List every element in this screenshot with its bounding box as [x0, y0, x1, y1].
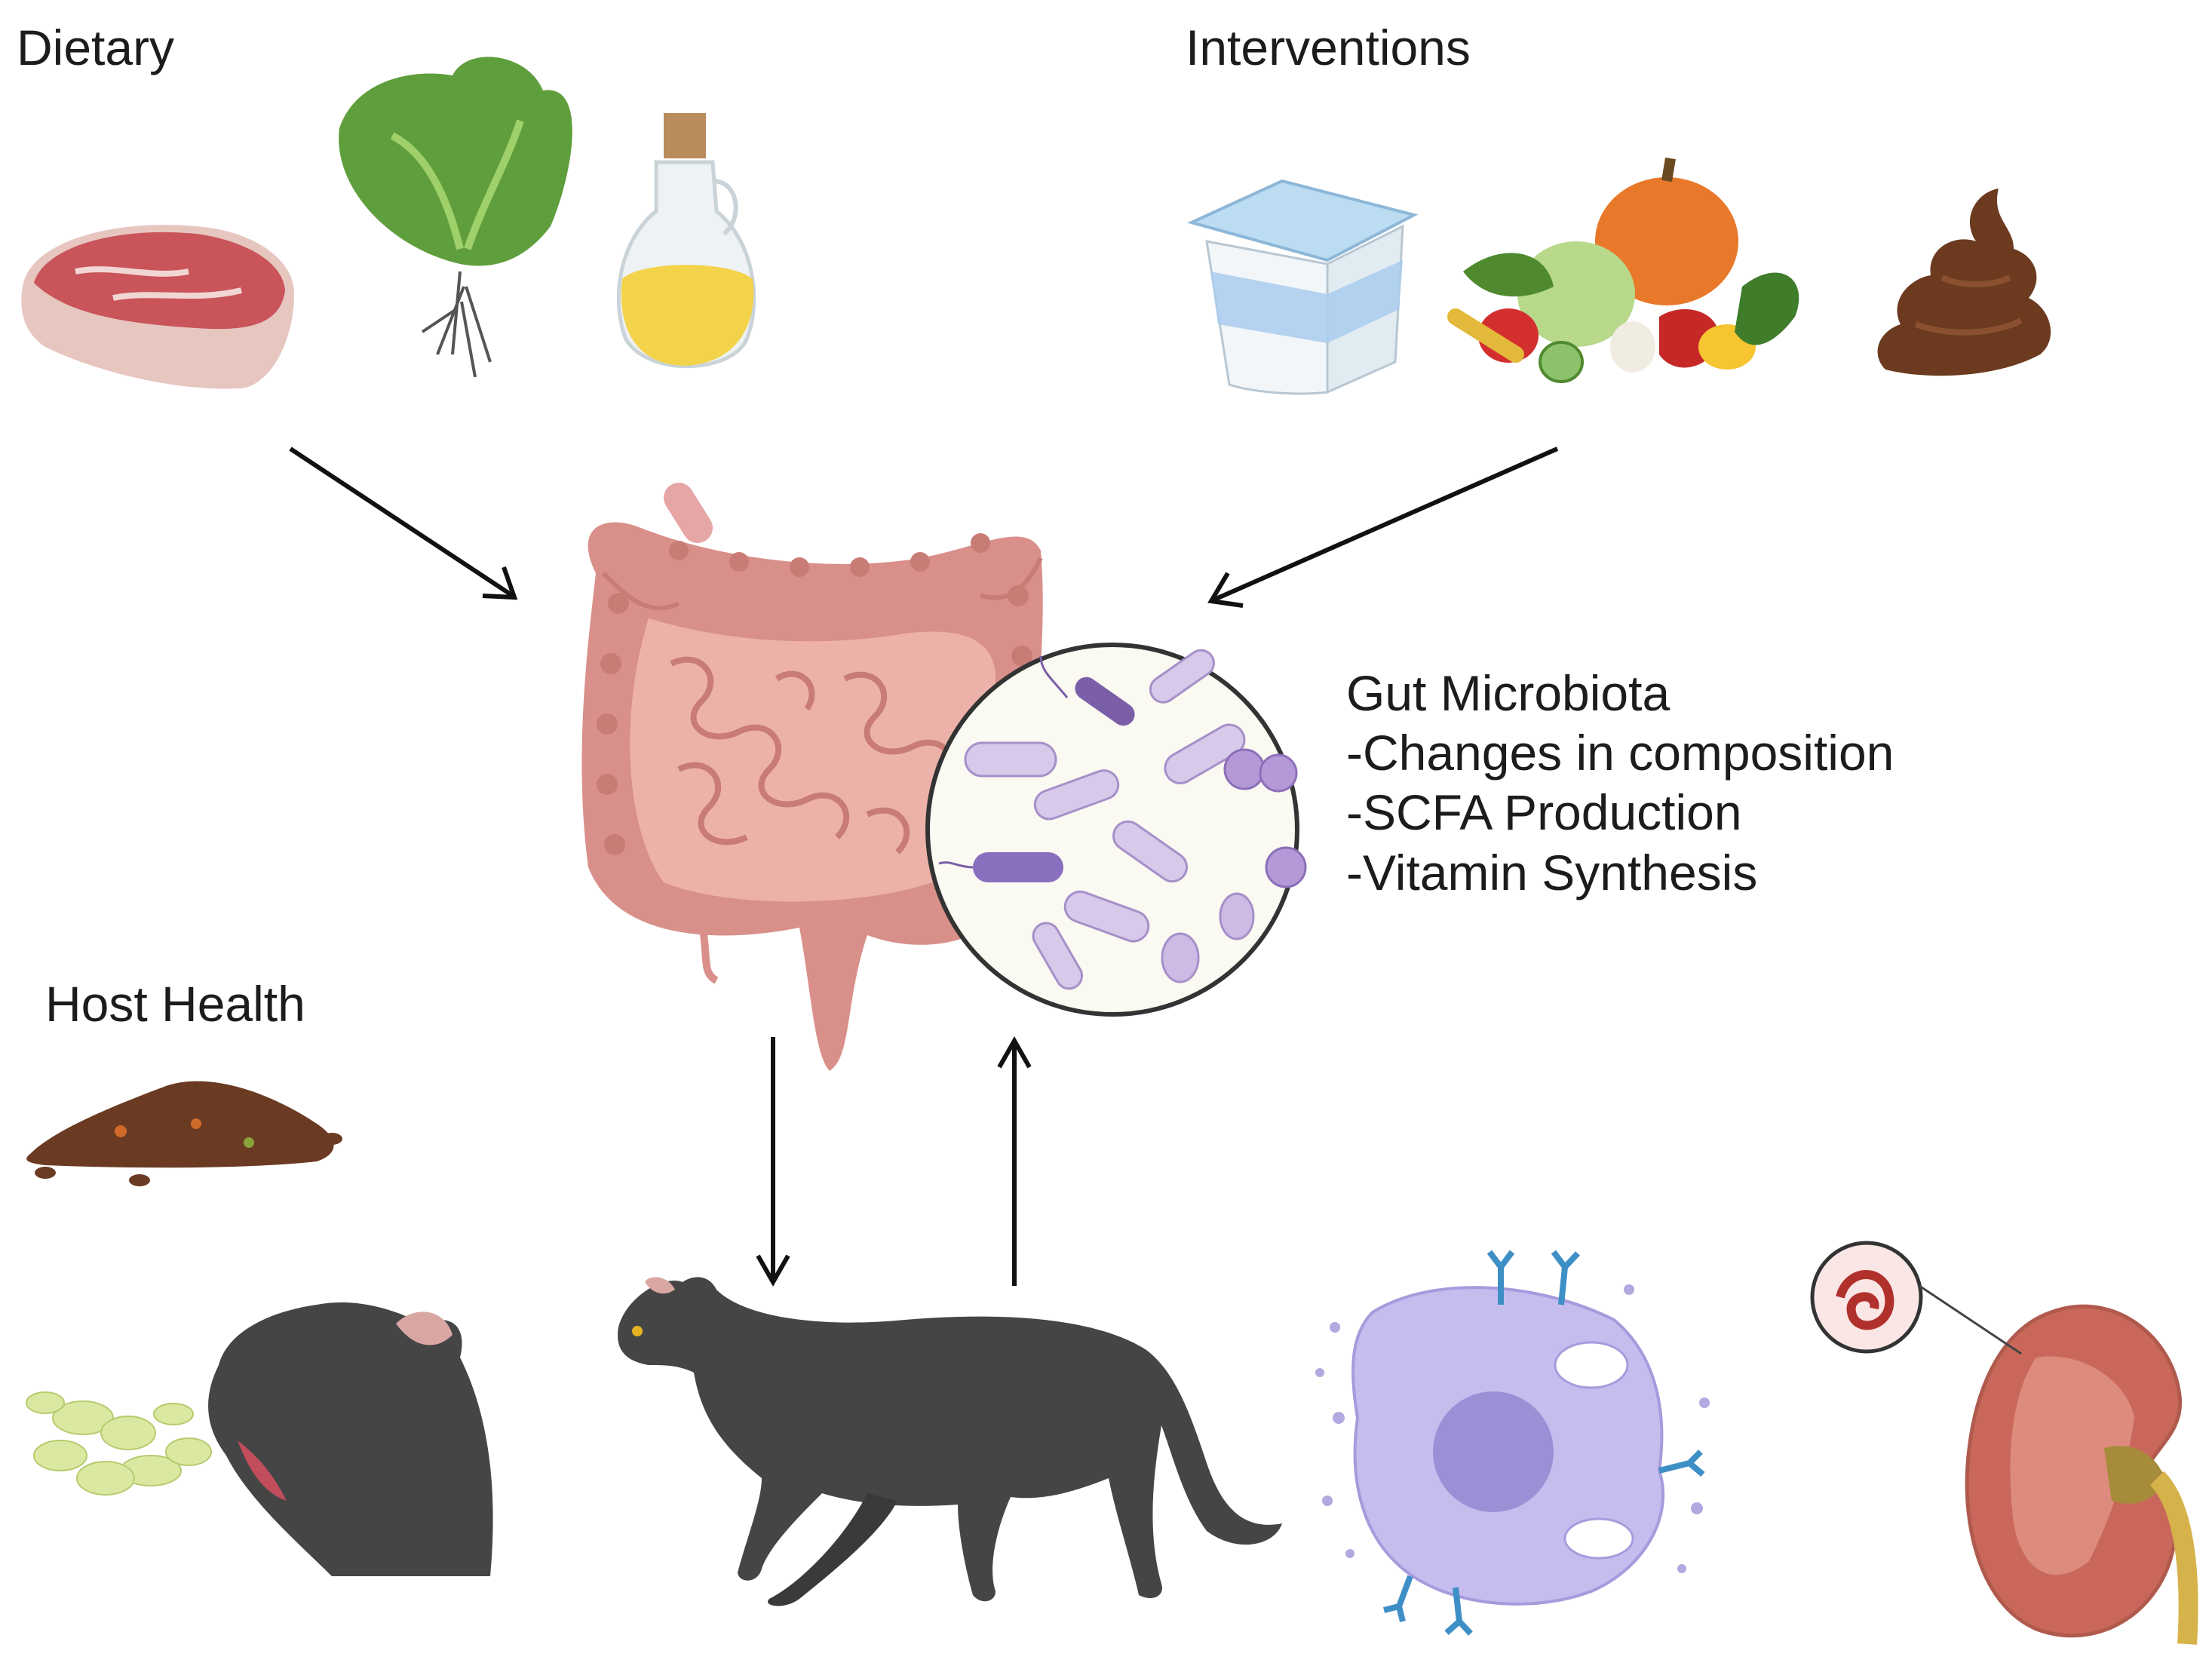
vegetables-icon: [1447, 157, 1799, 383]
feces-icon: [1877, 189, 2051, 376]
gut-microbiota-item: -Vitamin Synthesis: [1346, 844, 1758, 900]
intestine-icon: [581, 483, 1043, 1071]
walking-cat-icon: [618, 1277, 1282, 1606]
vomiting-cat-icon: [26, 1302, 493, 1576]
arrow-host-to-gut: [997, 1035, 1032, 1286]
arrow-interventions-to-gut: [1207, 446, 1559, 608]
gut-microbiota-item: -SCFA Production: [1346, 784, 1742, 841]
oil-bottle-icon: [616, 113, 756, 369]
host-health-label: Host Health: [45, 976, 305, 1032]
gut-microbiota-item: -Changes in composition: [1346, 725, 1894, 781]
interventions-label: Interventions: [1186, 20, 1471, 75]
arrow-dietary-to-gut: [289, 446, 518, 600]
kidney-icon: [1810, 1241, 2198, 1645]
bacteria-magnifier-icon: [925, 643, 1307, 1017]
lettuce-icon: [339, 57, 572, 378]
gut-microbiota-text: Gut Microbiota -Changes in composition -…: [1346, 664, 1894, 903]
diarrhea-stool-icon: [26, 1081, 342, 1186]
dietary-label: Dietary: [17, 20, 175, 75]
meat-steak-icon: [21, 225, 295, 389]
gut-microbiota-title: Gut Microbiota: [1346, 665, 1671, 721]
immune-cell-icon: [1315, 1250, 1710, 1636]
yogurt-cup-icon: [1187, 179, 1419, 395]
arrow-gut-to-host: [756, 1037, 790, 1287]
